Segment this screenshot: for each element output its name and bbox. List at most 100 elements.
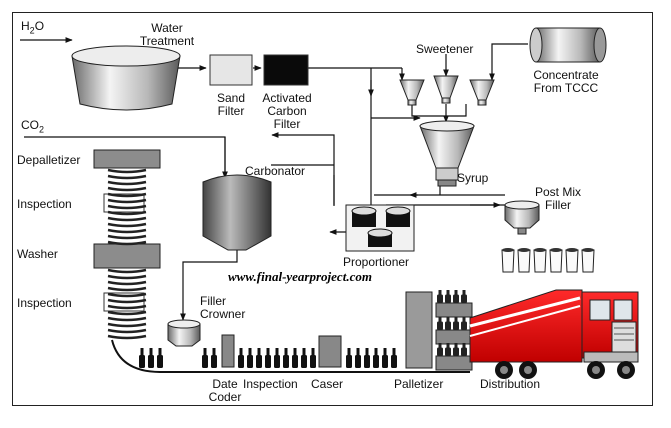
bottle-icon [453,317,459,330]
bottle-row-icon [107,334,147,340]
cup-icon [517,248,531,273]
bottle-row-icon [107,180,147,186]
bottle-icon [310,348,316,368]
bottle-icon [437,317,443,330]
concentrate-drum [529,27,607,63]
bottle-row-icon [107,204,147,210]
depalletizer-machine [93,149,161,169]
carbon-filter-box [263,54,309,86]
cup-icon [533,248,547,273]
bottle-icon [437,343,443,356]
bottom-bottle-line [139,348,397,368]
bottle-row-icon [107,222,147,228]
bottle-icon [265,348,271,368]
sand-filter-box [209,54,253,86]
inspection-top-box [103,193,145,213]
bottle-row-icon [107,280,147,286]
distribution-label: Distribution [480,377,541,391]
bottle-row-icon [107,268,147,274]
syrup-label: Syrup [457,171,489,185]
bottle-row-icon [107,186,147,192]
post-mix-filler [504,200,540,235]
bottle-row-icon [107,228,147,234]
bottle-row-icon [107,310,147,316]
bottle-row-icon [107,168,147,174]
cup-icon [581,248,595,273]
watermark-text: www.final-yearproject.com [228,269,372,284]
distribution-truck [469,289,639,379]
diagram-frame [12,12,653,406]
bottle-icon [445,317,451,330]
bottle-icon [437,290,443,303]
bottle-icon [453,290,459,303]
bottle-icon [292,348,298,368]
depalletizer-label: Depalletizer [17,153,81,167]
bottle-icon [301,348,307,368]
carbonator-label: Carbonator [245,164,306,178]
bottle-icon [461,290,467,303]
bottle-icon [283,348,289,368]
cup-icon [501,248,515,273]
bottle-icon [373,348,379,368]
bottle-row-icon [107,328,147,334]
vertical-bottle-conveyor [107,168,147,340]
bottle-icon [148,348,154,368]
bottle-icon [382,348,388,368]
post-mix-cups [501,248,595,273]
bottle-icon [461,317,467,330]
bottle-row-icon [107,322,147,328]
bottle-row-icon [107,198,147,204]
water-treatment-tank [71,45,181,111]
palletizer-label: Palletizer [394,377,444,391]
proportioner-label: Proportioner [343,255,410,269]
inspection-bottom-label: Inspection [17,296,72,310]
bottle-row-icon [107,210,147,216]
pallet-bottles [437,290,467,356]
bottle-row-icon [107,298,147,304]
cup-icon [565,248,579,273]
bottle-row-icon [107,292,147,298]
bottle-icon [355,348,361,368]
bottle-icon [256,348,262,368]
cup-icon [549,248,563,273]
caser-label: Caser [311,377,344,391]
co2-label: CO2 [21,118,45,135]
washer-label: Washer [17,247,58,261]
bottle-icon [391,348,397,368]
sweetener-funnels [399,75,495,106]
syrup-hopper [419,120,475,187]
h2o-label: H2O [21,19,45,36]
bottle-row-icon [107,286,147,292]
bottom-conveyor [111,334,470,373]
proportioner-unit [345,204,415,252]
bottle-icon [202,348,208,368]
bottle-row-icon [107,174,147,180]
bottle-row-icon [107,216,147,222]
sweetener-label: Sweetener [416,42,474,56]
bottle-icon [453,343,459,356]
bottle-icon [346,348,352,368]
bottle-row-icon [107,240,147,246]
bottle-icon [211,348,217,368]
bottle-icon [157,348,163,368]
bottle-row-icon [107,304,147,310]
inspection-line-label: Inspection [243,377,298,391]
bottle-row-icon [107,192,147,198]
bottle-icon [247,348,253,368]
inspection-top-label: Inspection [17,197,72,211]
bottle-row-icon [107,234,147,240]
bottle-icon [461,343,467,356]
palletizer-machine [405,291,473,371]
bottle-row-icon [107,316,147,322]
bottle-row-icon [107,274,147,280]
bottle-icon [364,348,370,368]
bottle-icon [445,343,451,356]
